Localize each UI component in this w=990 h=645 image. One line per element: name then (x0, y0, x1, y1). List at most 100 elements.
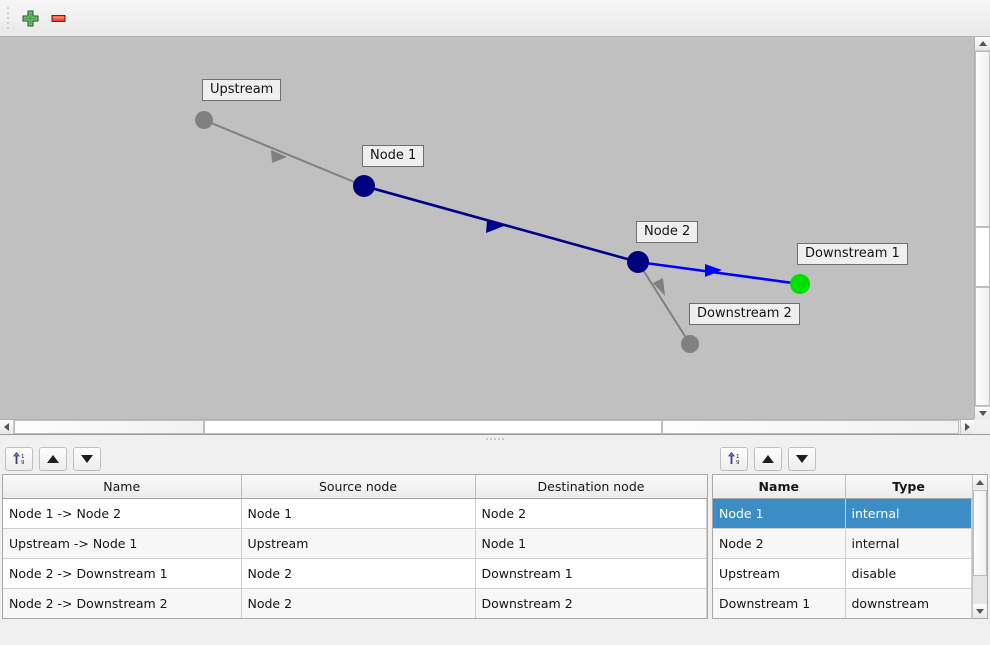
canvas-horizontal-scrollbar[interactable] (0, 419, 974, 434)
nodes-table-container[interactable]: Name Type Node 1 internal Node 2 interna… (712, 474, 988, 619)
scroll-down-button[interactable] (973, 604, 987, 618)
graph-canvas-area: Upstream Node 1 Node 2 Downstream 1 Down… (0, 37, 990, 435)
graph-node-downstream2[interactable] (681, 335, 699, 353)
svg-text:9: 9 (736, 460, 740, 466)
cell-type: downstream (845, 588, 972, 618)
cell-name: Upstream (713, 558, 846, 589)
cell-name: Upstream -> Node 1 (3, 528, 242, 559)
lower-panels: 1 9 Name Source node (0, 443, 990, 619)
table-row[interactable]: Node 1 -> Node 2 Node 1 Node 2 (3, 498, 707, 529)
triangle-up-icon (762, 454, 774, 463)
horizontal-splitter[interactable] (0, 435, 990, 443)
column-header-source-node[interactable]: Source node (241, 475, 476, 499)
cell-empty (475, 618, 707, 619)
nodes-sort-button[interactable]: 1 9 (720, 446, 748, 471)
node-label-node1[interactable]: Node 1 (362, 145, 425, 167)
scroll-thumb[interactable] (975, 227, 990, 287)
column-header-destination-node[interactable]: Destination node (475, 475, 707, 499)
edge-node2-downstream1[interactable] (637, 260, 801, 286)
node-label-downstream2[interactable]: Downstream 2 (689, 303, 800, 325)
cell-source: Node 2 (241, 558, 476, 589)
triangle-up-icon (47, 454, 59, 463)
edge-node2-downstream2[interactable] (637, 261, 691, 345)
svg-text:9: 9 (21, 460, 25, 466)
edges-table: Name Source node Destination node Node 1… (3, 475, 707, 619)
scroll-right-button[interactable] (960, 420, 974, 434)
table-row[interactable]: Node 2 internal (713, 528, 972, 559)
cell-destination: Node 2 (475, 498, 707, 529)
node-label-node2[interactable]: Node 2 (636, 221, 699, 243)
scroll-track[interactable] (973, 576, 987, 604)
graph-view[interactable]: Upstream Node 1 Node 2 Downstream 1 Down… (0, 37, 974, 420)
node-label-upstream[interactable]: Upstream (202, 79, 282, 101)
cell-source: Node 2 (241, 588, 476, 618)
edges-panel: 1 9 Name Source node (0, 443, 710, 619)
scroll-thumb-lower[interactable] (975, 287, 990, 406)
scroll-thumb-horizontal[interactable] (204, 420, 662, 434)
remove-node-button[interactable] (44, 4, 72, 32)
sort-icon: 1 9 (727, 451, 740, 466)
cell-empty (713, 618, 845, 619)
column-header-name[interactable]: Name (713, 475, 846, 499)
graph-svg (195, 111, 810, 353)
table-row[interactable]: Node 2 -> Downstream 2 Node 2 Downstream… (3, 588, 707, 618)
scroll-thumb-right-pad[interactable] (662, 420, 959, 434)
cell-source: Node 1 (241, 498, 476, 529)
scroll-thumb-left-pad[interactable] (14, 420, 204, 434)
cell-destination: Downstream 1 (475, 558, 707, 589)
cell-type: internal (845, 528, 972, 559)
nodes-table: Name Type Node 1 internal Node 2 interna… (713, 475, 972, 619)
nodes-move-down-button[interactable] (788, 446, 816, 471)
graph-node-node2[interactable] (627, 251, 649, 273)
triangle-down-icon (81, 454, 93, 463)
svg-text:1: 1 (21, 454, 25, 460)
triangle-up-icon (976, 479, 984, 485)
table-row[interactable]: Node 1 internal (713, 498, 972, 529)
table-header-row: Name Source node Destination node (3, 475, 707, 499)
toolbar-drag-handle[interactable] (3, 5, 12, 31)
edges-toolbar: 1 9 (0, 443, 710, 474)
scrollbar-corner (974, 419, 990, 434)
cell-destination: Downstream 2 (475, 588, 707, 618)
edges-move-down-button[interactable] (73, 446, 101, 471)
minus-icon (51, 14, 65, 22)
cell-name: Node 2 -> Downstream 2 (3, 588, 242, 618)
graph-node-node1[interactable] (353, 175, 375, 197)
column-header-type[interactable]: Type (845, 475, 972, 499)
scroll-left-button[interactable] (0, 420, 14, 434)
edge-upstream-node1[interactable] (203, 119, 365, 187)
sort-icon: 1 9 (12, 451, 25, 466)
table-empty-row (3, 618, 707, 619)
scroll-down-button[interactable] (975, 406, 990, 420)
scroll-thumb-upper[interactable] (975, 51, 990, 227)
nodes-toolbar: 1 9 (710, 443, 990, 474)
table-row[interactable]: Node 2 -> Downstream 1 Node 2 Downstream… (3, 558, 707, 589)
scroll-up-button[interactable] (975, 37, 990, 51)
cell-source: Upstream (241, 528, 476, 559)
nodes-table-scrollbar[interactable] (972, 475, 987, 618)
add-node-button[interactable] (16, 4, 44, 32)
top-toolbar (0, 0, 990, 37)
table-empty-row (713, 618, 972, 619)
nodes-move-up-button[interactable] (754, 446, 782, 471)
edges-move-up-button[interactable] (39, 446, 67, 471)
scroll-up-button[interactable] (973, 475, 987, 489)
cell-name: Downstream 1 (713, 588, 846, 618)
table-row[interactable]: Upstream -> Node 1 Upstream Node 1 (3, 528, 707, 559)
node-label-downstream1[interactable]: Downstream 1 (797, 243, 908, 265)
graph-node-upstream[interactable] (195, 111, 213, 129)
triangle-down-icon (976, 608, 984, 614)
triangle-left-icon (4, 423, 9, 431)
edges-sort-button[interactable]: 1 9 (5, 446, 33, 471)
edges-table-container[interactable]: Name Source node Destination node Node 1… (2, 474, 708, 619)
plus-icon (22, 10, 38, 26)
scroll-thumb[interactable] (973, 490, 987, 576)
graph-node-downstream1[interactable] (790, 274, 810, 294)
cell-empty (3, 618, 241, 619)
edge-node1-node2[interactable] (363, 184, 639, 264)
canvas-vertical-scrollbar[interactable] (974, 37, 990, 420)
table-row[interactable]: Upstream disable (713, 558, 972, 589)
table-row[interactable]: Downstream 1 downstream (713, 588, 972, 618)
column-header-name[interactable]: Name (3, 475, 242, 499)
